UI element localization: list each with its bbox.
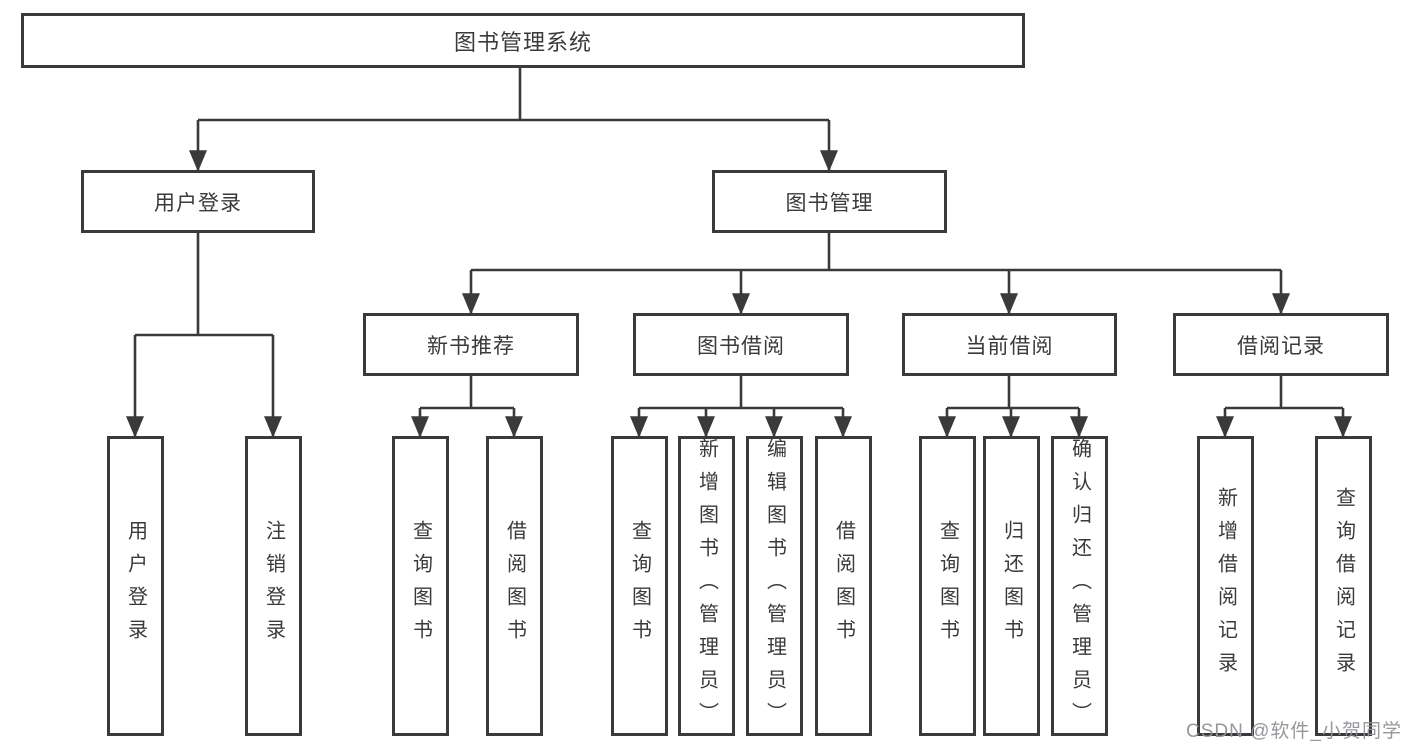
leaf-label: 注销登录 (262, 520, 285, 652)
leaf-confirm-return-admin: 确认归还（管理员） (1051, 436, 1108, 736)
leaf-edit-books-admin: 编辑图书（管理员） (746, 436, 803, 736)
leaf-logout: 注销登录 (245, 436, 302, 736)
node-new-book-recommend: 新书推荐 (363, 313, 579, 376)
leaf-label: 新增借阅记录 (1214, 487, 1237, 685)
leaf-label: 归还图书 (1000, 520, 1023, 652)
watermark-text: CSDN @软件_小贺同学 (1186, 721, 1402, 742)
node-book-management: 图书管理 (712, 170, 947, 233)
node-current-borrow: 当前借阅 (902, 313, 1117, 376)
node-library-system: 图书管理系统 (21, 13, 1025, 68)
leaf-label: 借阅图书 (503, 520, 526, 652)
leaf-add-books-admin: 新增图书（管理员） (678, 436, 735, 736)
leaf-borrow-books: 借阅图书 (815, 436, 872, 736)
leaf-query-books-current: 查询图书 (919, 436, 976, 736)
leaf-label: 新增图书（管理员） (695, 437, 718, 735)
node-book-borrow: 图书借阅 (633, 313, 849, 376)
leaf-label: 用户登录 (124, 520, 147, 652)
node-user-login: 用户登录 (81, 170, 315, 233)
leaf-label: 查询图书 (409, 520, 432, 652)
leaf-label: 查询图书 (628, 520, 651, 652)
leaf-return-books: 归还图书 (983, 436, 1040, 736)
leaf-borrow-books-recommend: 借阅图书 (486, 436, 543, 736)
leaf-label: 编辑图书（管理员） (763, 437, 786, 735)
leaf-query-books-borrow: 查询图书 (611, 436, 668, 736)
leaf-label: 借阅图书 (832, 520, 855, 652)
leaf-add-borrow-record: 新增借阅记录 (1197, 436, 1254, 736)
leaf-query-borrow-record: 查询借阅记录 (1315, 436, 1372, 736)
leaf-label: 查询借阅记录 (1332, 487, 1355, 685)
leaf-label: 查询图书 (936, 520, 959, 652)
leaf-label: 确认归还（管理员） (1068, 437, 1091, 735)
leaf-user-login: 用户登录 (107, 436, 164, 736)
leaf-query-books-recommend: 查询图书 (392, 436, 449, 736)
node-borrow-records: 借阅记录 (1173, 313, 1389, 376)
